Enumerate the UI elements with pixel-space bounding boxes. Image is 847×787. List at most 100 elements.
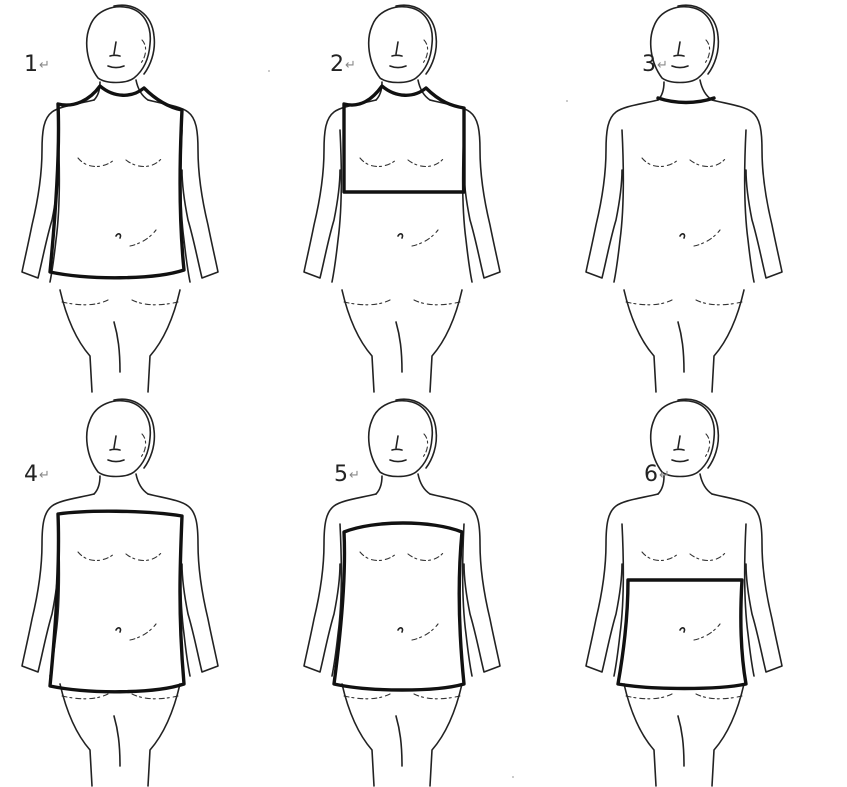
mouth bbox=[108, 66, 124, 68]
leg-left bbox=[60, 290, 92, 392]
return-mark: ↵ bbox=[39, 468, 50, 483]
figure-label: 1↵ bbox=[24, 54, 50, 76]
rib-hint bbox=[412, 624, 438, 640]
leg-left bbox=[342, 684, 374, 786]
crotch bbox=[396, 716, 402, 766]
scan-speck bbox=[512, 776, 514, 778]
mouth bbox=[672, 66, 688, 68]
highlight-outline bbox=[50, 511, 184, 692]
hair-outline bbox=[678, 399, 718, 468]
chest-right bbox=[690, 158, 726, 167]
figure-number: 5 bbox=[334, 462, 348, 487]
leg-left bbox=[624, 290, 656, 392]
head-outline bbox=[87, 7, 151, 83]
rib-hint bbox=[412, 230, 438, 246]
nose bbox=[392, 436, 402, 450]
figure-number: 4 bbox=[24, 462, 38, 487]
leg-right bbox=[430, 684, 462, 786]
highlight-outline bbox=[344, 86, 464, 192]
nose bbox=[110, 436, 120, 450]
hip-right bbox=[696, 300, 742, 305]
hair-curl bbox=[422, 434, 428, 458]
rib-hint bbox=[694, 230, 720, 246]
chest-right bbox=[690, 552, 726, 561]
return-mark: ↵ bbox=[39, 58, 50, 73]
leg-left bbox=[624, 684, 656, 786]
crotch bbox=[396, 322, 402, 372]
figure-label: 6↵ bbox=[644, 464, 670, 486]
chest-left bbox=[78, 158, 114, 167]
neck-right bbox=[700, 80, 712, 100]
body-figure-4: 4↵ bbox=[0, 394, 276, 787]
leg-left bbox=[342, 290, 374, 392]
mouth bbox=[390, 66, 406, 68]
right-shoulder-arm bbox=[430, 494, 500, 672]
hair-curl bbox=[140, 40, 146, 64]
chest-right bbox=[408, 552, 444, 561]
figure-label: 4↵ bbox=[24, 464, 50, 486]
chest-left bbox=[642, 158, 678, 167]
body-figure-6: 6↵ bbox=[558, 394, 840, 787]
chest-left bbox=[360, 158, 396, 167]
hair-outline bbox=[396, 399, 436, 468]
hip-right bbox=[696, 694, 742, 699]
neck-right bbox=[700, 474, 712, 494]
body-outline bbox=[276, 0, 558, 393]
crotch bbox=[678, 716, 684, 766]
hip-right bbox=[414, 694, 460, 699]
navel bbox=[116, 234, 121, 238]
hair-outline bbox=[678, 5, 718, 74]
nose bbox=[674, 436, 684, 450]
navel bbox=[398, 628, 403, 632]
figure-label: 2↵ bbox=[330, 54, 356, 76]
scan-speck bbox=[268, 70, 270, 72]
mouth bbox=[108, 460, 124, 462]
figure-label: 5↵ bbox=[334, 464, 360, 486]
crotch bbox=[114, 322, 120, 372]
body-figure-3: 3↵ bbox=[558, 0, 840, 393]
mouth bbox=[390, 460, 406, 462]
highlight-outline bbox=[618, 580, 746, 689]
body-outline bbox=[558, 394, 840, 787]
head-outline bbox=[87, 401, 151, 477]
return-mark: ↵ bbox=[659, 468, 670, 483]
body-outline bbox=[558, 0, 840, 393]
hip-left bbox=[626, 694, 672, 699]
rib-hint bbox=[130, 230, 156, 246]
leg-right bbox=[712, 290, 744, 392]
right-shoulder-arm bbox=[712, 494, 782, 672]
chest-right bbox=[408, 158, 444, 167]
return-mark: ↵ bbox=[657, 58, 668, 73]
leg-right bbox=[712, 684, 744, 786]
highlight-outline bbox=[334, 523, 464, 690]
hair-curl bbox=[422, 40, 428, 64]
neck-left bbox=[376, 476, 382, 494]
head-outline bbox=[369, 7, 433, 83]
neck-right bbox=[136, 474, 148, 494]
navel bbox=[680, 234, 685, 238]
figure-number: 2 bbox=[330, 52, 344, 77]
mouth bbox=[672, 460, 688, 462]
hip-right bbox=[132, 694, 178, 699]
hip-left bbox=[344, 300, 390, 305]
hair-outline bbox=[114, 399, 154, 468]
hair-curl bbox=[140, 434, 146, 458]
body-figure-5: 5↵ bbox=[276, 394, 558, 787]
hip-left bbox=[626, 300, 672, 305]
crotch bbox=[678, 322, 684, 372]
neck-left bbox=[94, 476, 100, 494]
chest-right bbox=[126, 158, 162, 167]
hip-left bbox=[62, 694, 108, 699]
leg-right bbox=[148, 290, 180, 392]
return-mark: ↵ bbox=[345, 58, 356, 73]
left-shoulder-arm bbox=[586, 100, 658, 278]
chest-left bbox=[78, 552, 114, 561]
hair-curl bbox=[704, 40, 710, 64]
hair-outline bbox=[114, 5, 154, 74]
figure-number: 6 bbox=[644, 462, 658, 487]
highlight-outline bbox=[658, 98, 714, 103]
left-shoulder-arm bbox=[304, 100, 376, 278]
navel bbox=[116, 628, 121, 632]
return-mark: ↵ bbox=[349, 468, 360, 483]
hair-outline bbox=[396, 5, 436, 74]
